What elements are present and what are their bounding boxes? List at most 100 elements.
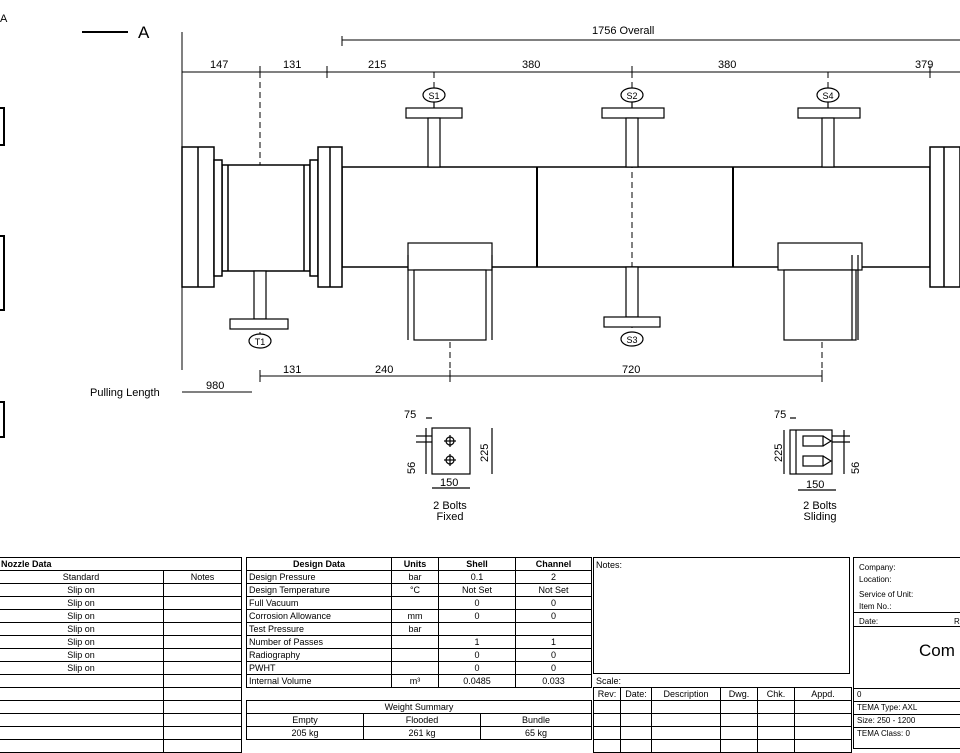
revision-table: Rev: Date: Description Dwg. Chk. Appd. bbox=[593, 687, 852, 753]
nozzle-row-standard: Slip on bbox=[0, 596, 164, 610]
title-block-divider bbox=[854, 701, 960, 702]
nozzle-table: Nozzle Data Standard Notes Slip on Slip … bbox=[0, 557, 242, 753]
rev-cell bbox=[593, 739, 621, 753]
rev-cell bbox=[757, 739, 795, 753]
fixed-dim-56: 56 bbox=[406, 462, 418, 474]
fixed-dim-225: 225 bbox=[479, 444, 491, 462]
overall-dim-text: 1756 Overall bbox=[592, 25, 654, 37]
rev-cell bbox=[794, 700, 852, 714]
design-row-unit bbox=[391, 635, 439, 649]
dim-bottom-720: 720 bbox=[622, 364, 640, 376]
weight-header-flooded: Flooded bbox=[363, 713, 481, 727]
nozzle-row-notes bbox=[163, 596, 242, 610]
design-row-unit: °C bbox=[391, 583, 439, 597]
nozzle-s2-tag: S2 bbox=[626, 91, 637, 101]
nozzle-s4-tag: S4 bbox=[822, 91, 833, 101]
nozzle-row-standard: Slip on bbox=[0, 635, 164, 649]
nozzle-row-empty bbox=[0, 726, 164, 740]
tema-type: TEMA Type: AXL bbox=[857, 703, 918, 712]
rev-cell bbox=[794, 713, 852, 727]
design-row-label: Test Pressure bbox=[246, 622, 392, 636]
bottom-dimension-line bbox=[182, 370, 823, 393]
nozzle-row-empty bbox=[163, 713, 242, 727]
title-block-divider bbox=[854, 714, 960, 715]
date-label: Date: bbox=[859, 617, 879, 626]
rev-header-description: Description bbox=[651, 687, 721, 701]
nozzle-row-empty bbox=[0, 674, 164, 688]
weight-value-empty: 205 kg bbox=[246, 726, 364, 740]
sliding-dim-150: 150 bbox=[806, 479, 824, 491]
rev-cell bbox=[620, 700, 652, 714]
nozzle-row-empty bbox=[0, 687, 164, 701]
rev-header-appd: Appd. bbox=[794, 687, 852, 701]
design-row-shell bbox=[438, 622, 516, 636]
nozzle-s1-tag: S1 bbox=[428, 91, 439, 101]
design-data-table: Design Data Units Shell Channel Design P… bbox=[246, 557, 592, 688]
weight-value-bundle: 65 kg bbox=[480, 726, 592, 740]
dim-bottom-240: 240 bbox=[375, 364, 393, 376]
dim-379: 379 bbox=[915, 59, 933, 71]
weight-header-bundle: Bundle bbox=[480, 713, 592, 727]
nozzle-row-empty bbox=[0, 739, 164, 753]
design-row-label: Internal Volume bbox=[246, 674, 392, 688]
design-row-label: PWHT bbox=[246, 661, 392, 675]
design-row-unit: bar bbox=[391, 622, 439, 636]
design-row-shell: 0 bbox=[438, 661, 516, 675]
rev-cell bbox=[651, 700, 721, 714]
centerlines bbox=[259, 72, 829, 378]
rev-cell bbox=[593, 726, 621, 740]
rev-cell bbox=[720, 700, 758, 714]
nozzle-row-notes bbox=[163, 635, 242, 649]
rev-cell bbox=[757, 726, 795, 740]
nozzle-t1 bbox=[229, 270, 289, 349]
flanges bbox=[181, 146, 960, 288]
fixed-dim-150: 150 bbox=[440, 477, 458, 489]
nozzle-row-standard: Slip on bbox=[0, 609, 164, 623]
design-row-unit: mm bbox=[391, 609, 439, 623]
dim-215: 215 bbox=[368, 59, 386, 71]
rev-cell bbox=[720, 739, 758, 753]
nozzle-row-empty bbox=[0, 713, 164, 727]
tema-class: TEMA Class: 0 bbox=[857, 729, 910, 738]
design-row-label: Number of Passes bbox=[246, 635, 392, 649]
rev-cell bbox=[593, 700, 621, 714]
channel bbox=[221, 164, 311, 272]
nozzle-row-empty bbox=[163, 739, 242, 753]
design-row-channel: 2 bbox=[515, 570, 592, 584]
design-row-channel: 0 bbox=[515, 596, 592, 610]
saddle-fixed bbox=[407, 242, 493, 341]
rev-cell bbox=[651, 739, 721, 753]
exchanger-drawing: A A 1756 Overall 147 131 215 380 380 379 bbox=[0, 13, 960, 523]
dim-380-a: 380 bbox=[522, 59, 540, 71]
item-no-label: Item No.: bbox=[859, 602, 892, 611]
rev-cell bbox=[620, 726, 652, 740]
nozzle-row-empty bbox=[163, 687, 242, 701]
design-row-unit bbox=[391, 648, 439, 662]
fixed-dim-75: 75 bbox=[404, 409, 416, 421]
design-row-unit bbox=[391, 661, 439, 675]
nozzle-s3-tag: S3 bbox=[626, 335, 637, 345]
nozzle-row-empty bbox=[163, 700, 242, 714]
design-row-shell: 1 bbox=[438, 635, 516, 649]
dim-147: 147 bbox=[210, 59, 228, 71]
sliding-support-detail bbox=[783, 417, 850, 491]
rev-cell bbox=[757, 713, 795, 727]
saddle-sliding bbox=[777, 242, 863, 341]
weight-summary-table: Weight Summary Empty Flooded Bundle 205 … bbox=[246, 700, 592, 740]
design-header-data: Design Data bbox=[246, 557, 392, 571]
left-edge-marks bbox=[0, 107, 5, 438]
rev-cell bbox=[593, 713, 621, 727]
design-row-shell: 0.1 bbox=[438, 570, 516, 584]
dim-131: 131 bbox=[283, 59, 301, 71]
design-row-label: Full Vacuum bbox=[246, 596, 392, 610]
design-row-unit: bar bbox=[391, 570, 439, 584]
design-row-shell: 0.0485 bbox=[438, 674, 516, 688]
nozzle-s1 bbox=[405, 87, 463, 168]
sliding-type-text: Sliding bbox=[803, 511, 836, 523]
pulling-length-value: 980 bbox=[206, 380, 224, 392]
sliding-bolts-text: 2 Bolts bbox=[803, 500, 837, 512]
design-row-label: Design Pressure bbox=[246, 570, 392, 584]
nozzle-row-standard: Slip on bbox=[0, 583, 164, 597]
dim-bottom-131: 131 bbox=[283, 364, 301, 376]
section-label: A bbox=[138, 23, 150, 42]
